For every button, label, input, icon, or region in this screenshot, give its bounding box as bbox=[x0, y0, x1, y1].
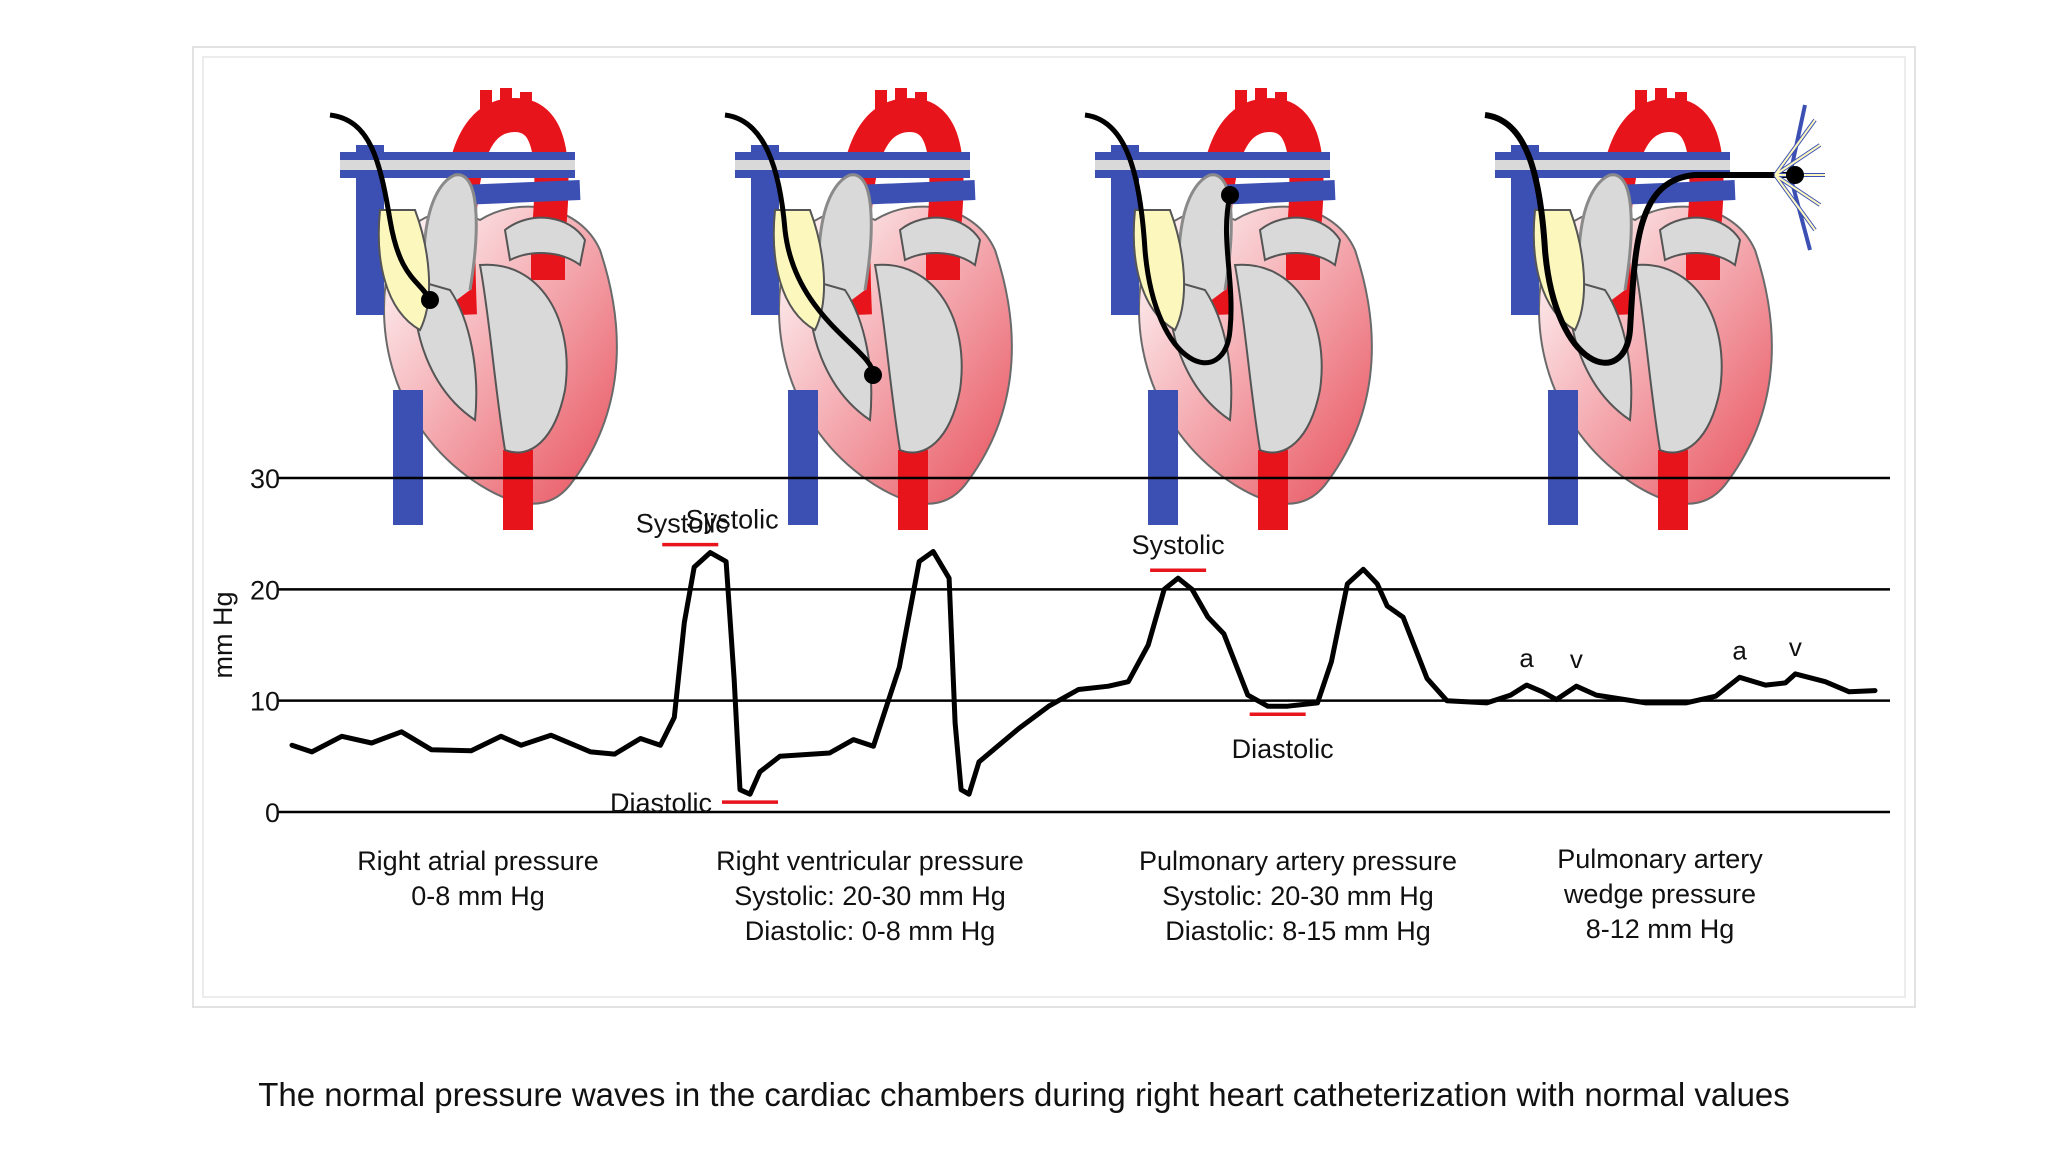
annotation-v: v bbox=[1789, 632, 1802, 662]
annotation-diastolic: Diastolic bbox=[1232, 734, 1334, 764]
segment-title: Right ventricular pressure bbox=[716, 846, 1024, 876]
segment-labels: Right atrial pressure 0-8 mm Hg Right vent… bbox=[357, 844, 1763, 946]
heart-right-atrium bbox=[330, 88, 617, 530]
segment-range: 8-12 mm Hg bbox=[1586, 914, 1735, 944]
heart-pulmonary-artery bbox=[1085, 88, 1372, 530]
heart-right-ventricle bbox=[725, 88, 1012, 530]
y-tick-label: 20 bbox=[250, 575, 280, 605]
annotation-a: a bbox=[1732, 635, 1747, 665]
figure-caption: The normal pressure waves in the cardiac… bbox=[258, 1076, 1790, 1113]
annotation-systolic: Systolic bbox=[1132, 530, 1225, 560]
segment-title: Pulmonary artery pressure bbox=[1139, 846, 1457, 876]
annotation-v: v bbox=[1570, 644, 1583, 674]
segment-label-1: Right atrial pressure 0-8 mm Hg bbox=[357, 846, 599, 911]
y-tick-labels: 0 10 20 30 bbox=[250, 464, 280, 828]
figure-frame-inner bbox=[202, 56, 1906, 998]
annotation-systolic: Systolic bbox=[686, 505, 779, 535]
segment-label-4: Pulmonary artery wedge pressure 8-12 mm Hg bbox=[1557, 844, 1763, 944]
annotation-systolic: Systolic bbox=[636, 509, 729, 539]
y-tick-label: 30 bbox=[250, 464, 280, 494]
pressure-markers bbox=[662, 542, 1306, 804]
figure-frame bbox=[192, 46, 1916, 1008]
heart-pulmonary-wedge bbox=[1485, 88, 1825, 530]
annotation-diastolic: Diastolic bbox=[610, 788, 712, 818]
waveform-annotations: SystolicSystolicDiastolicSystolicDiastol… bbox=[610, 505, 1802, 819]
segment-range: Systolic: 20-30 mm Hg bbox=[734, 881, 1006, 911]
annotation-a: a bbox=[1519, 643, 1534, 673]
segment-range: wedge pressure bbox=[1563, 879, 1756, 909]
heart-illustrations bbox=[330, 88, 1825, 530]
segment-range: 0-8 mm Hg bbox=[411, 881, 545, 911]
y-tick-label: 0 bbox=[265, 798, 280, 828]
y-tick-label: 10 bbox=[250, 687, 280, 717]
segment-title: Right atrial pressure bbox=[357, 846, 599, 876]
segment-range: Diastolic: 0-8 mm Hg bbox=[745, 916, 996, 946]
segment-range: Systolic: 20-30 mm Hg bbox=[1162, 881, 1434, 911]
y-axis-label: mm Hg bbox=[208, 592, 238, 679]
pressure-waveform bbox=[289, 549, 1878, 797]
segment-title: Pulmonary artery bbox=[1557, 844, 1763, 874]
segment-range: Diastolic: 8-15 mm Hg bbox=[1165, 916, 1431, 946]
